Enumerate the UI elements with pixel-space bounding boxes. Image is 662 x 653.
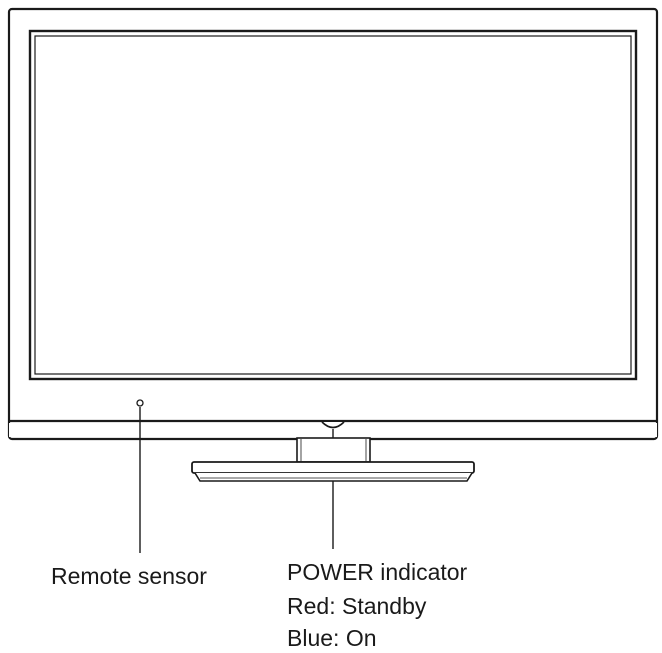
remote-sensor-label: Remote sensor <box>51 563 207 589</box>
power-indicator-lens <box>321 421 345 429</box>
remote-sensor-dot <box>136 399 144 407</box>
power-on-label: Blue: On <box>287 625 377 651</box>
power-standby-label: Red: Standby <box>287 593 427 619</box>
stand-base-top <box>191 461 475 474</box>
tv-screen-inner <box>34 35 632 375</box>
stand-neck <box>296 437 371 463</box>
power-indicator-label: POWER indicator <box>287 559 468 585</box>
stand-base-bottom <box>194 472 473 482</box>
